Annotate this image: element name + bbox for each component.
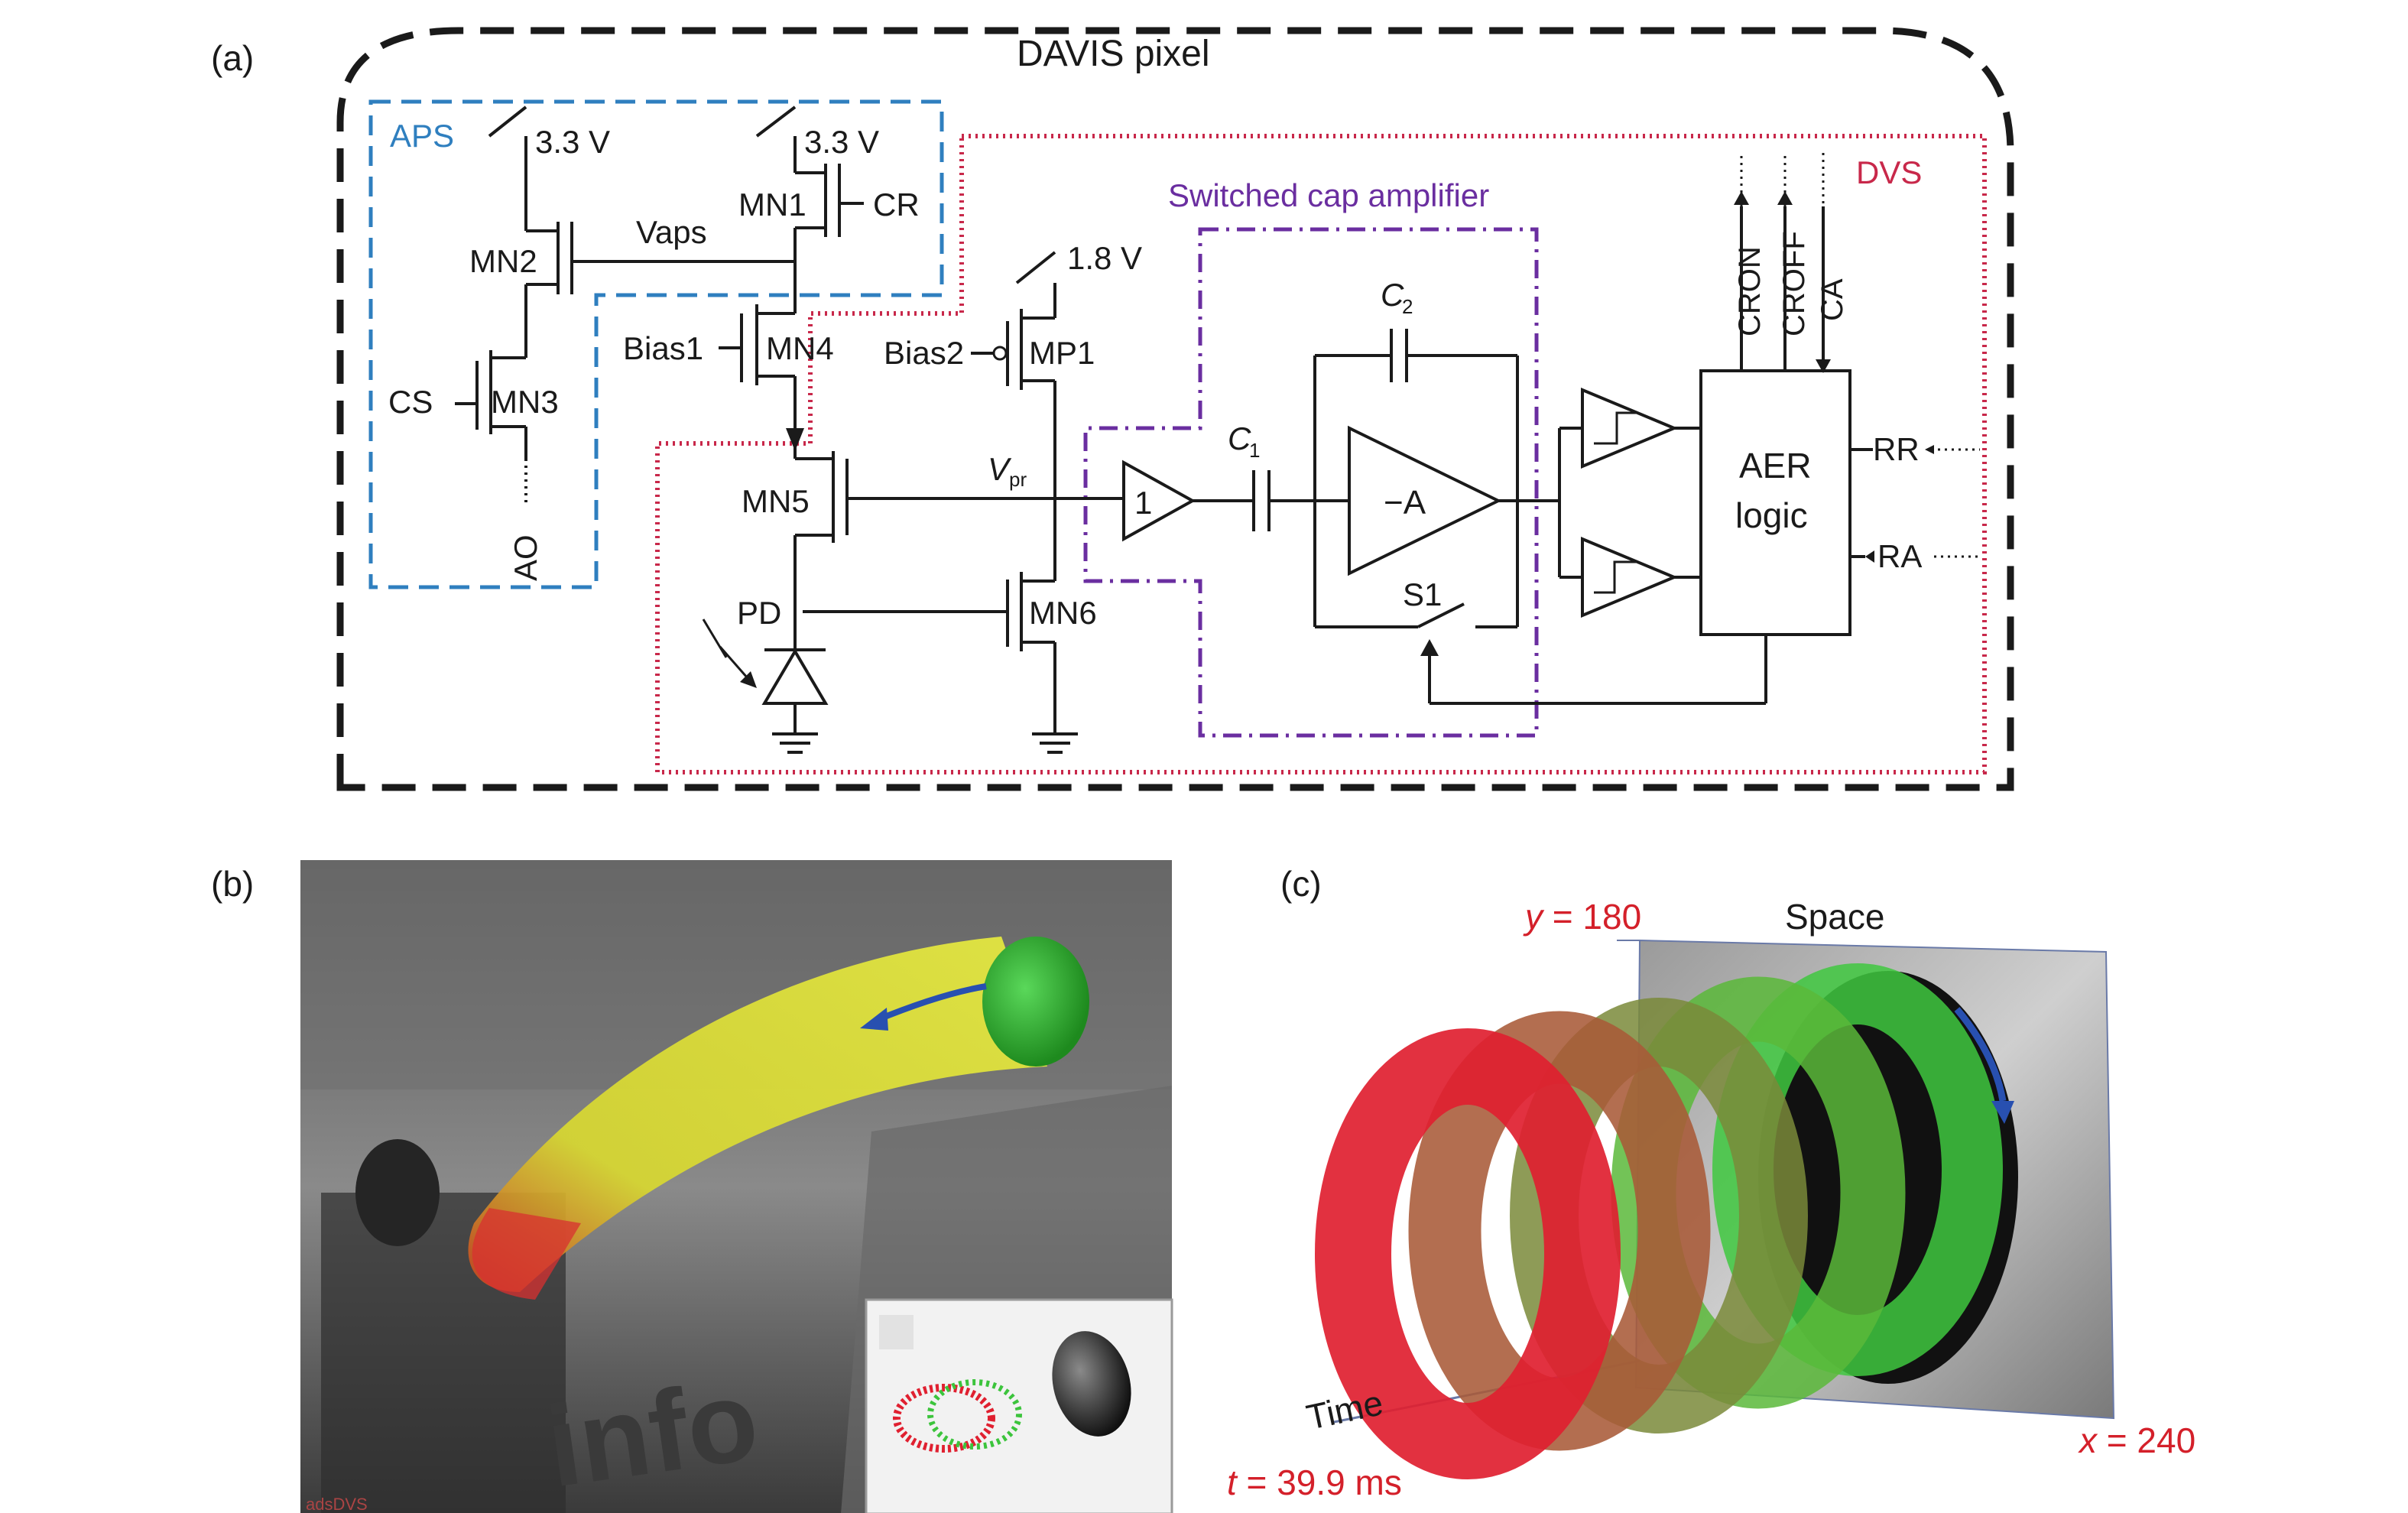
- dvs-label: DVS: [1856, 154, 1922, 190]
- t-annotation: t = 39.9 ms: [1227, 1463, 1402, 1502]
- aps-region: [368, 99, 944, 589]
- wall-text: info: [540, 1355, 766, 1511]
- c2-label: C: [1381, 277, 1404, 313]
- switched-cap-region: [1083, 227, 1539, 738]
- mn5-label: MN5: [742, 483, 810, 519]
- panel-b-photo: info adsDVS: [300, 860, 1173, 1513]
- cron-label: CRON: [1733, 246, 1767, 336]
- space-label: Space: [1785, 897, 1884, 937]
- light-arrow-icon: [702, 619, 757, 688]
- vpr-label: V: [988, 451, 1012, 487]
- rr-label: RR: [1873, 431, 1920, 467]
- event-rings: [1315, 963, 2003, 1479]
- mn4-label: MN4: [766, 330, 834, 366]
- panel-c: (c) y = 180 Space Time t = 39.9 ms x = 2…: [1227, 864, 2195, 1502]
- davis-pixel-boundary: [336, 27, 2014, 791]
- panel-b-inset: [865, 1298, 1173, 1513]
- ca-label: CA: [1816, 278, 1849, 321]
- inverting-amplifier: [1348, 425, 1502, 576]
- comparators: [1558, 388, 1701, 618]
- cr-label: CR: [873, 187, 920, 222]
- motion-arrow-icon: [874, 983, 987, 1024]
- aer-logic-block: AER logic RR RA CRON CROFF CA: [1699, 153, 1980, 636]
- davis-pixel-title: DAVIS pixel: [1017, 34, 1210, 74]
- c2-subscript: 2: [1402, 295, 1413, 318]
- bias2-label: Bias2: [884, 335, 964, 371]
- vaps-label: Vaps: [636, 214, 707, 250]
- mn3-label: MN3: [491, 384, 559, 420]
- x-annotation: x = 240: [2078, 1420, 2195, 1460]
- photodiode-icon: [761, 648, 829, 705]
- s1-label: S1: [1403, 576, 1442, 612]
- cs-label: CS: [388, 384, 433, 420]
- pd-label: PD: [737, 595, 781, 631]
- ball-on-events: [982, 937, 1089, 1067]
- buffer-gain-label: 1: [1134, 485, 1152, 521]
- y-annotation: y = 180: [1523, 897, 1641, 937]
- off-comparator: [1581, 537, 1679, 618]
- bias1-label: Bias1: [623, 330, 703, 366]
- panel-b: (b) info adsDVS: [211, 860, 1173, 1513]
- amplifier-stage: −A C 2 S1: [1313, 277, 1767, 705]
- vpr-subscript: pr: [1009, 468, 1027, 491]
- mn1-label: MN1: [738, 187, 806, 222]
- unity-buffer: [1122, 459, 1196, 542]
- buffer-stage: 1 C 1: [1122, 420, 1349, 542]
- ao-label: AO: [508, 534, 544, 581]
- panel-a: (a) DAVIS pixel APS DVS Switched cap amp…: [211, 27, 2014, 791]
- mp1-label: MP1: [1029, 335, 1095, 371]
- amp-gain-label: −A: [1384, 484, 1426, 521]
- aer-logic-label: logic: [1735, 495, 1808, 535]
- aer-label: AER: [1739, 446, 1812, 485]
- vdd-label-mp1: 1.8 V: [1067, 240, 1142, 276]
- ra-label: RA: [1877, 538, 1922, 574]
- c1-subscript: 1: [1249, 439, 1260, 462]
- panel-a-label: (a): [211, 38, 254, 78]
- aps-label: APS: [390, 118, 454, 154]
- s1-switch: [1417, 602, 1465, 628]
- on-comparator: [1581, 388, 1679, 469]
- dvs-frontend: Bias1 MN4 MN5 V pr 1.8 V Bias2 MP1: [623, 240, 1142, 754]
- watermark: adsDVS: [306, 1495, 368, 1513]
- ground-icon-pd: [772, 732, 818, 754]
- c1-label: C: [1228, 420, 1251, 456]
- panel-c-label: (c): [1280, 864, 1322, 904]
- mn2-label: MN2: [469, 243, 537, 279]
- aps-circuit: 3.3 V MN2 Vaps CS MN3 AO 3.3 V: [388, 106, 920, 581]
- ground-icon: [1032, 732, 1078, 754]
- vdd-label-mn1: 3.3 V: [804, 124, 879, 160]
- vdd-label-mn2: 3.3 V: [535, 124, 610, 160]
- croff-label: CROFF: [1777, 231, 1811, 336]
- panel-b-label: (b): [211, 864, 254, 904]
- event-trail: [468, 937, 1047, 1292]
- switched-cap-label: Switched cap amplifier: [1168, 177, 1489, 213]
- mn6-label: MN6: [1029, 595, 1097, 631]
- rotation-arrow-icon: [1954, 1007, 2007, 1102]
